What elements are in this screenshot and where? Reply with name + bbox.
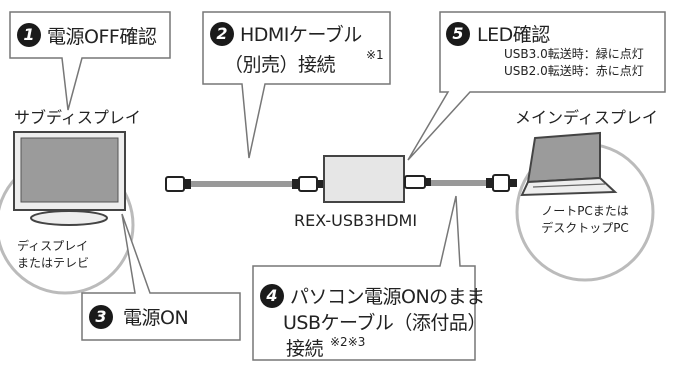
adapter-label: REX-USB3HDMI xyxy=(294,211,418,230)
step-4-line3: 接続 xyxy=(286,338,324,360)
main-display-desc-2: デスクトップPC xyxy=(541,221,629,235)
main-display-desc-1: ノートPCまたは xyxy=(541,204,629,218)
callout-2-box xyxy=(202,11,391,159)
step-5-line2: USB2.0転送時：赤に点灯 xyxy=(504,64,644,78)
laptop-icon xyxy=(520,131,618,197)
step-2-note: ※1 xyxy=(366,48,384,62)
step-4-line2: USBケーブル（添付品） xyxy=(283,312,486,334)
sub-display-desc-2: またはテレビ xyxy=(17,256,90,270)
callout-1-box xyxy=(9,11,171,111)
step-5-badge: 5 xyxy=(446,22,470,46)
adapter-box xyxy=(323,155,405,203)
step-5-line1: USB3.0転送時：緑に点灯 xyxy=(504,47,644,61)
step-4-badge: 4 xyxy=(260,284,284,308)
step-4-note: ※2※3 xyxy=(330,335,366,349)
step-4-line1: パソコン電源ONのまま xyxy=(290,286,485,308)
step-1-badge: 1 xyxy=(17,23,41,47)
step-2-badge: 2 xyxy=(210,22,234,46)
sub-display-label: サブディスプレイ xyxy=(14,108,141,127)
callout-3-box xyxy=(81,213,241,341)
step-5-title: LED確認 xyxy=(477,24,550,46)
monitor-icon xyxy=(13,131,126,226)
step-3-text: 電源ON xyxy=(123,307,189,329)
hdmi-cable xyxy=(165,176,323,192)
main-display-label: メインディスプレイ xyxy=(515,108,658,127)
callout-4-box xyxy=(252,195,476,361)
callout-5-box xyxy=(407,11,666,161)
sub-display-desc-1: ディスプレイ xyxy=(17,239,89,253)
usb-cable xyxy=(404,174,517,192)
step-3-badge: 3 xyxy=(89,305,113,329)
step-2-line2: （別売）接続 xyxy=(224,54,336,76)
step-1-text: 電源OFF確認 xyxy=(47,26,157,48)
step-2-line1: HDMIケーブル xyxy=(240,24,362,46)
